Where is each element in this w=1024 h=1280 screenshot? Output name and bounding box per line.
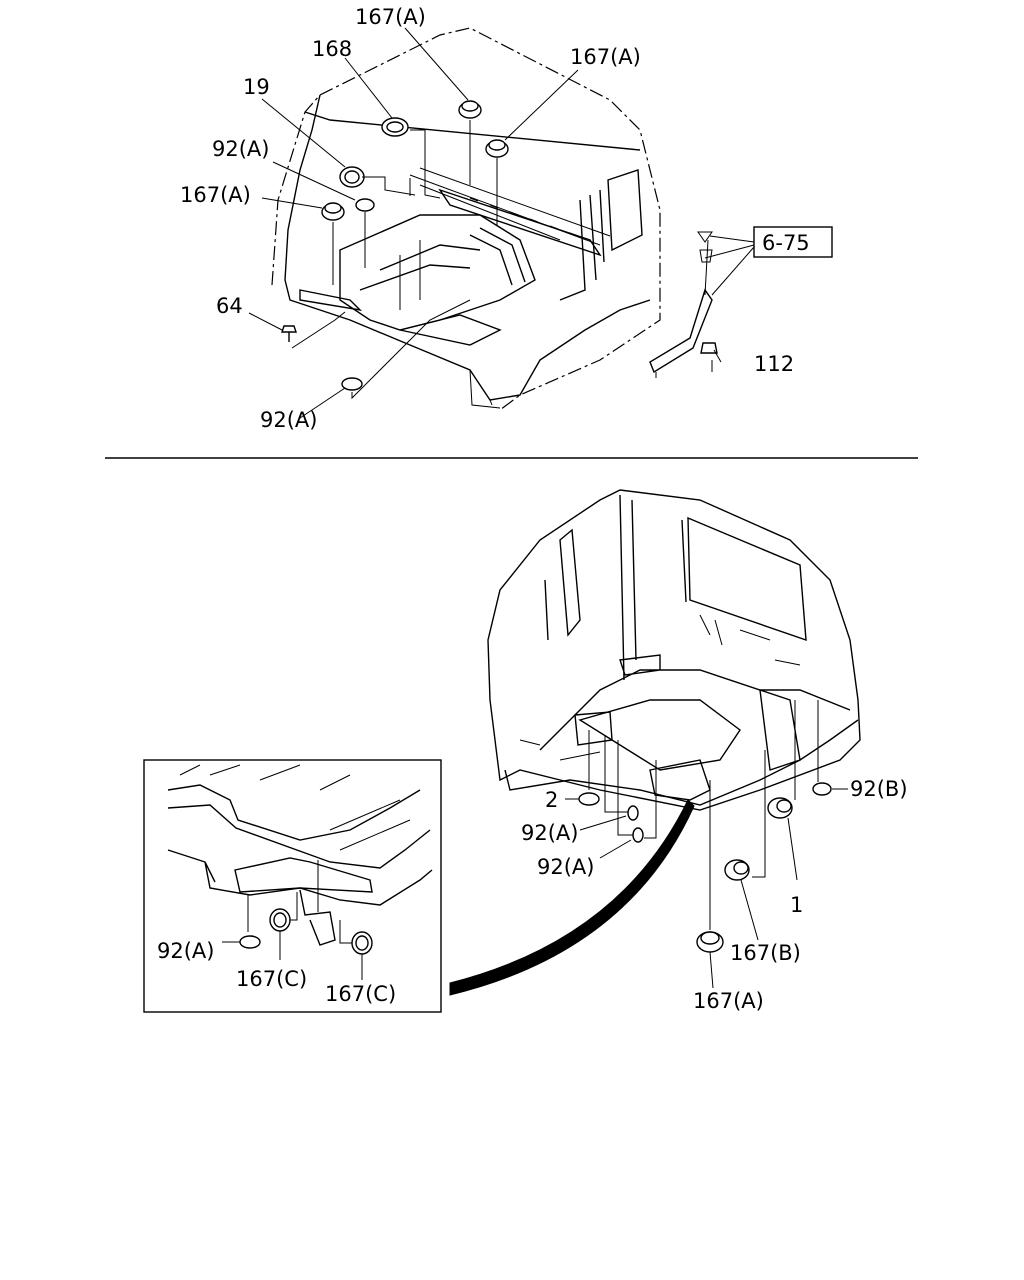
inset-install-lines: [222, 860, 363, 980]
reference-box: [753, 226, 833, 258]
grommet-167b-part: [724, 859, 750, 881]
inset-floor-panel: [167, 784, 431, 869]
plug-92a-a-part: [627, 805, 639, 821]
plug-92a-b-part: [632, 827, 644, 843]
cab-detail-lines: [519, 614, 801, 761]
callout-2: 2: [545, 788, 558, 812]
grommet-167a-lower-part: [696, 931, 724, 953]
inset-callout-92a: 92(A): [157, 939, 214, 963]
cab-side-panel: [559, 194, 597, 301]
callout-167b: 167(B): [730, 941, 801, 965]
plug-92b-part: [812, 782, 832, 796]
floor-rear-lip: [469, 369, 501, 409]
cab-underside-outline: [487, 489, 861, 811]
grommet-1-part: [767, 797, 793, 819]
inset-grommet-167c-right-part: [351, 931, 373, 955]
floor-tunnel-ribs: [359, 227, 526, 291]
callout-leaders-lower: [565, 788, 848, 989]
upper-cab-floor-view: 167(A) 168 167(A) 19 92(A) 167(A) 64 92(…: [180, 5, 833, 432]
callout-167a-left: 167(A): [180, 183, 251, 207]
grommet-167a-left-part: [321, 202, 345, 221]
callout-167a-right: 167(A): [570, 45, 641, 69]
inset-detail-view: 92(A) 167(C) 167(C): [143, 759, 442, 1013]
inset-plug-92a-part: [239, 935, 261, 949]
cab-floor-underside: [539, 654, 851, 771]
grommet-167a-top-part: [458, 100, 482, 119]
callout-19: 19: [243, 75, 270, 99]
callout-92a-lower-a: 92(A): [521, 821, 578, 845]
callout-92a-upper: 92(A): [212, 137, 269, 161]
callout-1: 1: [790, 893, 803, 917]
cab-door-frame: [544, 494, 637, 681]
cab-rear-window: [599, 169, 643, 263]
reference-label: 6-75: [762, 231, 810, 255]
callout-92b: 92(B): [850, 777, 908, 801]
inset-callout-167c-right: 167(C): [325, 982, 396, 1006]
inset-connector-arc: [449, 799, 695, 996]
inset-frame: [143, 759, 442, 1013]
grommet-168-part: [381, 117, 409, 137]
plug-2-part: [578, 792, 600, 806]
callout-168: 168: [312, 37, 352, 61]
inset-detail-lines: [179, 764, 411, 851]
plug-92a-upper-part: [355, 198, 375, 212]
bracket-112-assembly: [649, 231, 718, 378]
callout-112: 112: [754, 352, 794, 376]
lower-cab-underside-view: 92(B) 2 92(A) 92(A) 1 167(B) 167(A): [449, 489, 908, 1013]
cab-cross-member-lower: [574, 688, 801, 801]
cab-rear-window-lower: [681, 516, 807, 642]
grommet-167a-right-part: [485, 139, 509, 158]
floor-holes: [469, 197, 579, 237]
inset-callout-167c-left: 167(C): [236, 967, 307, 991]
install-lines-upper: [291, 120, 498, 400]
bolt-64-part: [281, 325, 297, 342]
callout-167a-top: 167(A): [355, 5, 426, 29]
callout-92a-lower: 92(A): [260, 408, 317, 432]
callout-64: 64: [216, 294, 243, 318]
cab-sill-rail: [504, 719, 859, 806]
plug-19-part: [339, 166, 365, 188]
floor-tunnel: [339, 214, 536, 331]
plug-92a-lower-part: [341, 377, 363, 391]
inset-grommet-167c-left-part: [269, 908, 291, 932]
callout-92a-lower-b: 92(A): [537, 855, 594, 879]
callout-leaders-upper: [248, 27, 755, 419]
callout-167a-lower: 167(A): [693, 989, 764, 1013]
floor-cross-member: [438, 188, 602, 257]
install-lines-lower: [588, 700, 819, 930]
inset-bracket: [234, 857, 373, 946]
floor-step: [299, 289, 502, 346]
cab-back-wall: [284, 94, 641, 281]
